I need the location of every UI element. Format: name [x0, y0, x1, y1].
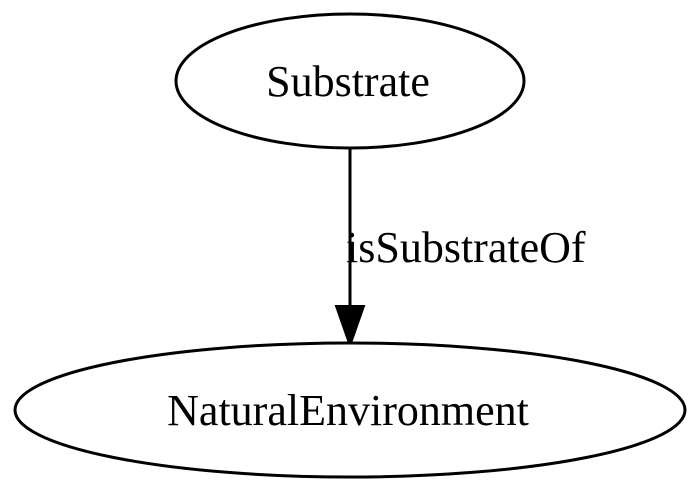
node-substrate-label: Substrate [266, 57, 430, 106]
edge-issubstrateof[interactable]: isSubstrateOf [334, 148, 586, 350]
node-naturalenvironment-label: NaturalEnvironment [167, 386, 529, 435]
node-substrate[interactable]: Substrate [174, 12, 526, 150]
edge-label: isSubstrateOf [346, 223, 586, 272]
node-naturalenvironment-ellipse [13, 341, 687, 479]
node-naturalenvironment[interactable]: NaturalEnvironment [13, 341, 687, 479]
edge-arrowhead [334, 305, 366, 350]
